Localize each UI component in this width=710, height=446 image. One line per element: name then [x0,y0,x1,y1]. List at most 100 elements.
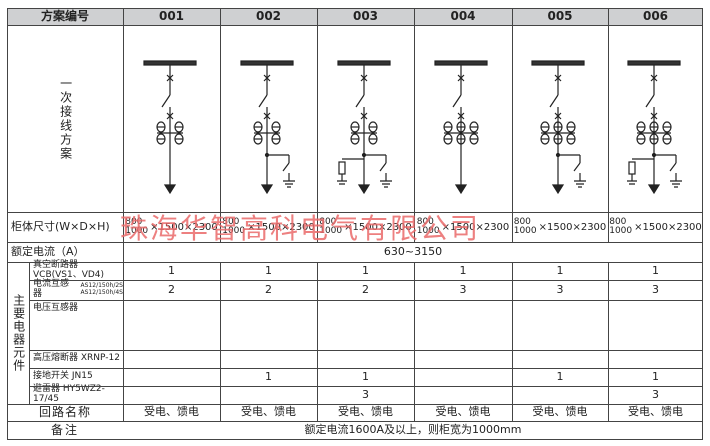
grid-line [317,262,318,421]
component-count [512,386,608,404]
ground-icon [380,180,392,188]
cable-outlet-icon [163,184,177,195]
circuit-name-value: 受电、馈电 [532,405,588,419]
component-count [414,386,512,404]
width-option: 1000 [513,226,537,236]
component-count [220,350,317,368]
component-count [317,300,414,350]
grid-line [512,262,513,421]
grid-line [7,8,703,9]
component-count: 3 [652,387,659,401]
busbar [337,60,391,66]
remarks-value: 额定电流1600A及以上，则柜宽为1000mm [304,423,522,437]
cable-outlet-icon [551,184,565,195]
breaker-switch [258,94,268,108]
width-option: 800 [319,217,337,227]
plug-contact-icon [360,112,368,120]
component-count: 1 [168,263,175,277]
plug-contact-icon [554,74,562,82]
component-name: 接地开关 JN15 [33,371,93,382]
cable-outlet-icon [647,184,661,195]
depth-height: ×1500×2300 [150,221,218,233]
grid-line [608,262,609,421]
grid-line [317,8,318,242]
grid-line [414,8,415,242]
grid-line [7,242,703,243]
ground-icon [574,180,586,188]
grid-line [414,262,415,421]
cable-outlet-icon [260,184,274,195]
busbar [143,60,197,66]
component-count: 1 [652,369,659,383]
depth-height: ×1500×2300 [344,221,412,233]
circuit-name-label: 回路名称 [38,404,91,419]
width-option: 800 [513,217,531,227]
grid-line [29,386,703,387]
grid-line [29,280,703,281]
circuit-name-value: 受电、馈电 [144,405,199,419]
plug-contact-icon [166,112,174,120]
grid-line [7,404,703,405]
component-count: 1 [265,369,272,383]
breaker-switch [161,94,171,108]
component-count [220,386,317,404]
component-count [123,300,220,350]
ground-icon [627,180,637,185]
component-count [608,350,703,368]
busbar [240,60,294,66]
plug-contact-icon [263,74,271,82]
component-count [512,300,608,350]
depth-height: ×1500×2300 [247,221,315,233]
component-count [317,350,414,368]
component-name: 避雷器 HY5WZ2-17/45 [33,384,105,404]
circuit-name-value: 受电、馈电 [241,405,296,419]
circuit-name-value: 受电、馈电 [435,405,491,419]
depth-height: ×1500×2300 [634,221,702,233]
depth-height: ×1500×2300 [538,221,607,233]
component-count: 1 [652,263,659,277]
grid-line [702,8,703,440]
plug-contact-icon [650,112,658,120]
cabinet-size-label: 柜体尺寸(W×D×H) [11,219,110,233]
single-line-diagram [627,60,682,195]
component-count: 3 [652,282,659,296]
diagram-group [627,60,682,195]
component-count [414,368,512,386]
rated-current-value: 630~3150 [383,244,443,258]
breaker-switch [549,94,559,108]
ct-name: 电流互感器 [33,279,70,299]
component-count: 2 [265,282,272,296]
plug-contact-icon [360,74,368,82]
component-count: 1 [362,369,369,383]
plug-contact-icon [650,74,658,82]
surge-arrester-icon [338,161,346,175]
earth-switch-icon [379,162,387,172]
cable-outlet-icon [454,184,468,195]
ct-model-1: AS12/150h/2S [80,282,123,290]
single-line-diagram [143,60,197,195]
grid-line [29,350,703,351]
remarks-label: 备注 [50,422,79,437]
scheme-number: 002 [220,8,317,25]
grid-line [29,368,703,369]
diagram-group [531,60,586,195]
component-count [123,350,220,368]
earth-switch-icon [669,162,677,172]
grid-line [7,212,703,213]
single-line-diagram [337,60,392,195]
component-count [123,368,220,386]
ct-models: AS12/150h/2S AS12/150h/4S [81,283,123,296]
scheme-number: 003 [317,8,414,25]
width-option: 800 [609,217,627,227]
ct-model-2: AS12/150h/4S [80,289,123,296]
scheme-table: 方案编号 001 002 003 004 005 006 一次接线方案 柜体尺寸… [7,8,703,440]
width-option: 1000 [319,226,343,236]
